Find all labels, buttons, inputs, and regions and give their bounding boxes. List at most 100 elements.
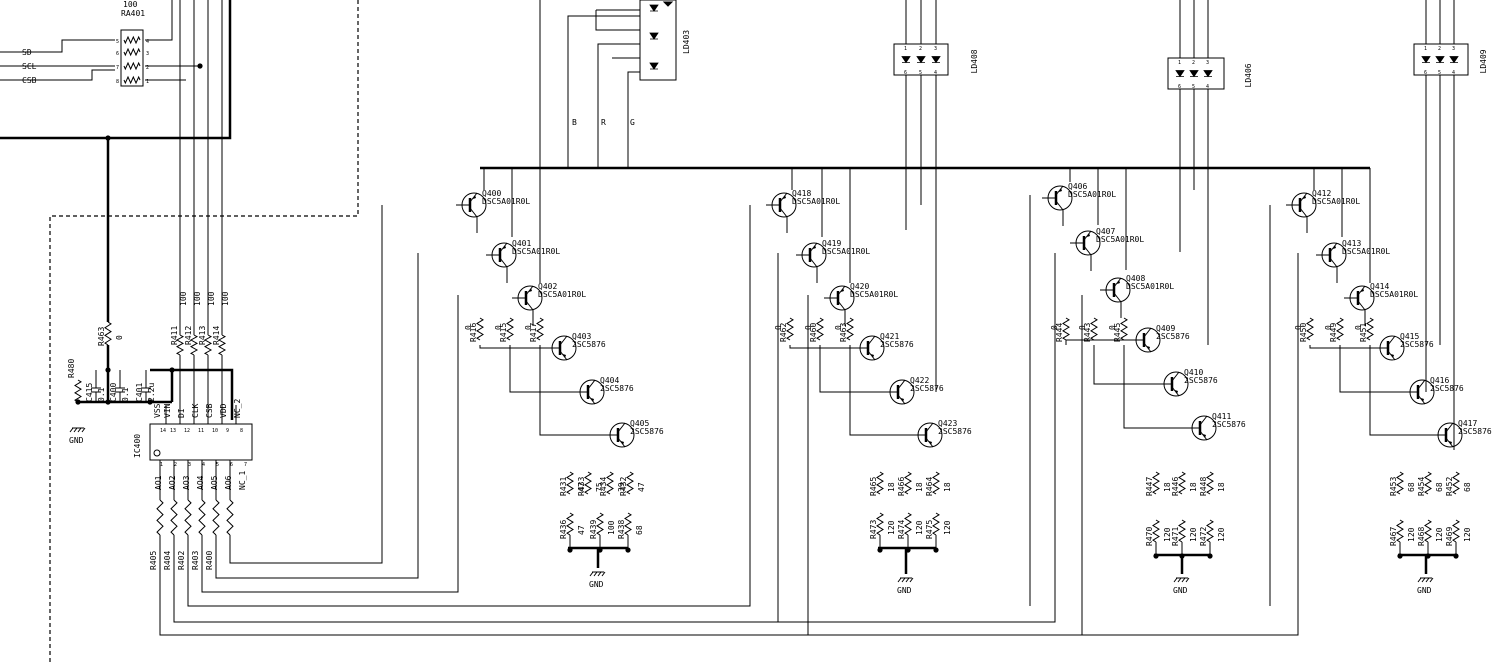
transistor-arrow bbox=[813, 245, 816, 249]
capacitor-symbol bbox=[141, 370, 151, 402]
transistor-ref: Q415 bbox=[1400, 332, 1419, 341]
resistor-symbol bbox=[1152, 519, 1160, 543]
resistor-symbol bbox=[606, 471, 614, 495]
ic-pullup-value: 100 bbox=[193, 291, 202, 306]
transistor-leads bbox=[574, 379, 596, 405]
junction-dot bbox=[597, 547, 603, 553]
resistor-symbol bbox=[596, 512, 604, 536]
resistor-symbol bbox=[1178, 519, 1186, 543]
transistor-leads bbox=[1130, 327, 1152, 353]
transistor-ref: Q414 bbox=[1370, 282, 1389, 291]
transistor-part: 2SC5876 bbox=[1400, 340, 1434, 349]
npn-base-lead bbox=[819, 345, 884, 393]
emitter-resistor-value: 18 bbox=[1163, 482, 1172, 492]
emitter-resistor-ref: R434 bbox=[599, 477, 608, 496]
ground-symbol bbox=[897, 577, 914, 583]
bleeder-resistor-value: 120 bbox=[943, 520, 952, 535]
resistor-symbol bbox=[1306, 317, 1314, 341]
junction-dot bbox=[147, 399, 153, 405]
transistor-ref: Q418 bbox=[792, 189, 811, 198]
led-package bbox=[1167, 57, 1225, 90]
npn-base-lead bbox=[1093, 345, 1158, 385]
transistor-ref: Q410 bbox=[1184, 368, 1203, 377]
ic-top-pin-num: 9 bbox=[226, 428, 229, 434]
ground-symbol bbox=[1173, 577, 1190, 583]
transistor-ref: Q419 bbox=[822, 239, 841, 248]
resistor-symbol bbox=[876, 512, 884, 536]
ic-bottom-pin-num: 7 bbox=[244, 462, 247, 468]
base-resistor-ref: R444 bbox=[1055, 323, 1064, 342]
resistor-symbol bbox=[1206, 519, 1214, 543]
transistor-part: 2SC5876 bbox=[630, 427, 664, 436]
led-ref: LD403 bbox=[682, 30, 691, 54]
led-pin-num: 6 bbox=[1178, 84, 1181, 90]
junction-dot bbox=[1153, 553, 1159, 559]
transistor-ref: Q409 bbox=[1156, 324, 1175, 333]
base-resistor-value: 0 bbox=[1108, 325, 1117, 330]
resistor-symbol bbox=[74, 379, 82, 403]
transistor-arrow bbox=[1421, 398, 1424, 402]
resistor-symbol bbox=[536, 317, 544, 341]
junction-dot bbox=[933, 547, 939, 553]
bleeder-resistor-ref: R473 bbox=[869, 520, 878, 539]
resistor-symbol bbox=[1424, 519, 1432, 543]
bleeder-resistor-value: 68 bbox=[635, 525, 644, 535]
resistor-symbol bbox=[203, 334, 213, 356]
bleeder-resistor-ref: R470 bbox=[1145, 527, 1154, 546]
ic-pullup-ref: R412 bbox=[184, 326, 193, 345]
transistor-part: DSC5A01R0L bbox=[512, 247, 560, 256]
transistor-part: 2SC5876 bbox=[880, 340, 914, 349]
transistor-leads bbox=[912, 422, 934, 448]
ic-top-pin-num: 10 bbox=[212, 428, 218, 434]
transistor-arrow bbox=[591, 398, 594, 402]
led-diode-symbol bbox=[901, 56, 911, 64]
emitter-resistor-value: 68 bbox=[1435, 482, 1444, 492]
bleeder-resistor-ref: R474 bbox=[897, 520, 906, 539]
transistor-part: DSC5A01R0L bbox=[1370, 290, 1418, 299]
resistor-symbol bbox=[123, 47, 141, 57]
emitter-resistor-value: 18 bbox=[887, 482, 896, 492]
ground-symbol bbox=[1417, 577, 1434, 583]
transistor-leads bbox=[1316, 242, 1338, 268]
emitter-resistor-ref: R448 bbox=[1199, 477, 1208, 496]
led-pin-num: 5 bbox=[919, 70, 922, 76]
resistor-array-pin: 5 bbox=[116, 39, 119, 45]
transistor-part: 2SC5876 bbox=[1156, 332, 1190, 341]
emitter-resistor-ref: R466 bbox=[897, 477, 906, 496]
transistor-leads bbox=[1070, 230, 1092, 256]
transistor-arrow bbox=[1087, 233, 1090, 237]
led-pin-num: 5 bbox=[1438, 70, 1441, 76]
transistor-leads bbox=[796, 242, 818, 268]
base-resistor-ref: R415 bbox=[499, 323, 508, 342]
led-pin-num: 5 bbox=[1192, 84, 1195, 90]
npn-base-lead bbox=[849, 345, 912, 436]
transistor-leads bbox=[1404, 379, 1426, 405]
ic-top-pin-num: 8 bbox=[240, 428, 243, 434]
transistor-ref: Q407 bbox=[1096, 227, 1115, 236]
ic-bottom-pin-num: 1 bbox=[160, 462, 163, 468]
base-resistor-value: 0 bbox=[524, 325, 533, 330]
led-pin-num: 1 bbox=[1424, 46, 1427, 52]
emitter-resistor-ref: R452 bbox=[1445, 477, 1454, 496]
ground-label: GND bbox=[69, 436, 84, 445]
resistor-symbol bbox=[123, 61, 141, 71]
resistor-symbol bbox=[1396, 519, 1404, 543]
capacitor-value: 0.1 bbox=[97, 387, 106, 402]
bleeder-resistor-value: 120 bbox=[1435, 527, 1444, 542]
emitter-resistor-value: 18 bbox=[1189, 482, 1198, 492]
emitter-resistor-value: 18 bbox=[943, 482, 952, 492]
junction-dot bbox=[877, 547, 883, 553]
junction-dot bbox=[1453, 553, 1459, 559]
base-resistor-value: 0 bbox=[774, 325, 783, 330]
transistor-arrow bbox=[1147, 346, 1150, 350]
ic-top-pin-num: 14 bbox=[160, 428, 166, 434]
resistor-symbol bbox=[846, 317, 854, 341]
emitter-resistor-ref: R465 bbox=[869, 477, 878, 496]
bleeder-resistor-value: 120 bbox=[887, 520, 896, 535]
ic-bottom-pin-num: 6 bbox=[230, 462, 233, 468]
resistor-symbol bbox=[786, 317, 794, 341]
junction-dot bbox=[625, 547, 631, 553]
transistor-arrow bbox=[1391, 354, 1394, 358]
resistor-array-pin: 2 bbox=[146, 65, 149, 71]
